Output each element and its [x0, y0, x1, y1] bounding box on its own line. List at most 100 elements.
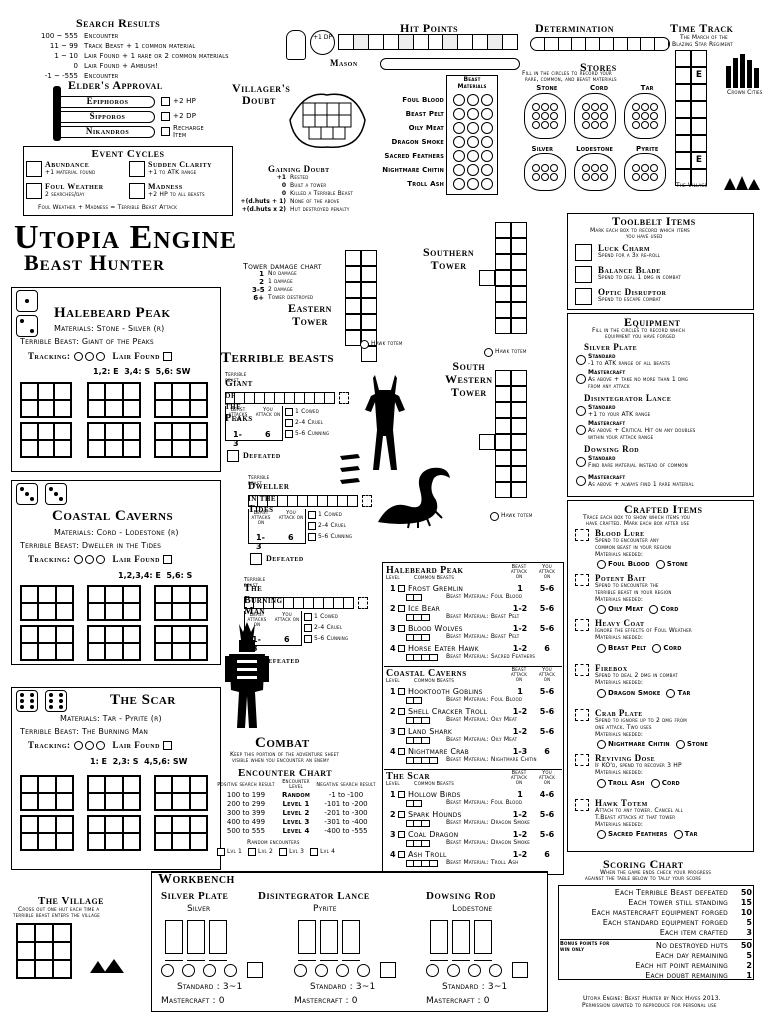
search-cell[interactable] [172, 776, 190, 793]
hp-cell[interactable] [488, 34, 504, 50]
hp-cell[interactable] [414, 737, 422, 744]
search-cell[interactable] [122, 440, 140, 457]
hp-cell[interactable] [430, 654, 438, 661]
hp-cell[interactable] [274, 597, 284, 609]
search-cell[interactable] [105, 423, 123, 440]
hp-extra-cell[interactable] [362, 495, 372, 507]
hp-cell[interactable] [325, 392, 335, 404]
hp-cell[interactable] [406, 594, 414, 601]
search-cell[interactable] [105, 776, 123, 793]
tower-cell[interactable] [495, 270, 511, 286]
time-track-cell[interactable] [691, 118, 707, 135]
search-cell[interactable] [155, 643, 173, 660]
search-cell[interactable] [155, 793, 173, 810]
hp-cell[interactable] [275, 392, 285, 404]
beast-kill-checkbox[interactable] [398, 831, 405, 838]
tower-cell[interactable] [495, 254, 511, 270]
crafted-checkbox[interactable] [575, 619, 589, 631]
southern-hawk-totem[interactable]: Hawk totem [484, 348, 527, 357]
workbench-result-box[interactable] [380, 962, 396, 978]
standard-circle[interactable] [576, 457, 586, 468]
hp-cell[interactable] [305, 392, 315, 404]
hp-cell[interactable] [348, 495, 358, 507]
search-cell[interactable] [172, 626, 190, 643]
hp-cell[interactable] [406, 717, 414, 724]
time-track-cell[interactable]: E [691, 152, 707, 169]
tower-cell[interactable] [361, 346, 377, 362]
determination-cell[interactable] [531, 38, 545, 50]
tower-cell[interactable] [511, 318, 527, 334]
tower-cell[interactable] [511, 222, 527, 238]
search-cell[interactable] [21, 643, 39, 660]
tower-cell[interactable] [361, 266, 377, 282]
store-slot[interactable] [541, 172, 549, 181]
determination-cell[interactable] [545, 38, 559, 50]
hp-cell[interactable] [422, 634, 430, 641]
beast-material-slot[interactable] [481, 135, 493, 148]
determination-cell[interactable] [641, 38, 656, 50]
standard-circle[interactable] [576, 355, 586, 366]
beast-material-slot[interactable] [481, 149, 493, 162]
hp-cell[interactable] [422, 737, 430, 744]
beast-material-slot[interactable] [453, 93, 465, 106]
hp-cell[interactable] [406, 820, 414, 827]
hp-cell[interactable] [295, 392, 305, 404]
material-circle[interactable] [650, 779, 660, 788]
tracking-circle[interactable] [73, 554, 83, 564]
hut-cell[interactable] [35, 924, 53, 942]
search-cell[interactable] [189, 423, 207, 440]
hp-cell[interactable] [294, 597, 304, 609]
hp-cell[interactable] [265, 392, 275, 404]
workbench-circle[interactable] [224, 964, 237, 977]
tower-cell[interactable] [511, 466, 527, 482]
workbench-result-box[interactable] [247, 962, 263, 978]
store-slot[interactable] [641, 112, 649, 120]
hp-cell[interactable] [258, 495, 268, 507]
hut-cell[interactable] [17, 924, 35, 942]
mastercraft-circle[interactable] [576, 374, 586, 385]
beast-kill-checkbox[interactable] [398, 748, 405, 755]
store-slot[interactable] [632, 103, 640, 111]
hp-cell[interactable] [254, 597, 264, 609]
search-cell[interactable] [189, 603, 207, 620]
workbench-slot[interactable] [474, 960, 492, 970]
beast-kill-checkbox[interactable] [398, 605, 405, 612]
standard-circle[interactable] [576, 406, 586, 417]
temperament-checkbox[interactable] [285, 419, 293, 427]
search-cell[interactable] [172, 833, 190, 850]
search-cell[interactable] [105, 383, 123, 400]
hp-cell[interactable] [422, 654, 430, 661]
search-cell[interactable] [38, 586, 56, 603]
store-slot[interactable] [650, 103, 658, 111]
toolbelt-checkbox[interactable] [575, 265, 592, 283]
beast-material-slot[interactable] [467, 135, 479, 148]
search-cell[interactable] [21, 586, 39, 603]
beast-kill-checkbox[interactable] [398, 728, 405, 735]
search-cell[interactable] [189, 776, 207, 793]
store-slot[interactable] [641, 172, 649, 181]
search-cell[interactable] [155, 383, 173, 400]
search-cell[interactable] [21, 776, 39, 793]
hp-cell[interactable] [255, 392, 265, 404]
hp-cell[interactable] [414, 820, 422, 827]
hp-cell[interactable] [406, 860, 414, 867]
hp-cell[interactable] [268, 495, 278, 507]
material-circle[interactable] [649, 605, 659, 614]
hp-cell[interactable] [398, 34, 414, 50]
store-slot[interactable] [541, 163, 549, 172]
hp-cell[interactable] [414, 614, 422, 621]
store-slot[interactable] [632, 112, 640, 120]
hp-cell[interactable] [406, 614, 414, 621]
hp-cell[interactable] [414, 634, 422, 641]
store-slot[interactable] [591, 112, 599, 120]
store-slot[interactable] [641, 121, 649, 129]
beast-kill-checkbox[interactable] [398, 625, 405, 632]
search-cell[interactable] [172, 816, 190, 833]
workbench-circle[interactable] [161, 964, 174, 977]
store-slot[interactable] [550, 163, 558, 172]
search-cell[interactable] [105, 643, 123, 660]
beast-kill-checkbox[interactable] [398, 688, 405, 695]
hp-cell[interactable] [422, 840, 430, 847]
temperament-checkbox[interactable] [285, 408, 293, 416]
time-track-cell[interactable] [691, 101, 707, 118]
